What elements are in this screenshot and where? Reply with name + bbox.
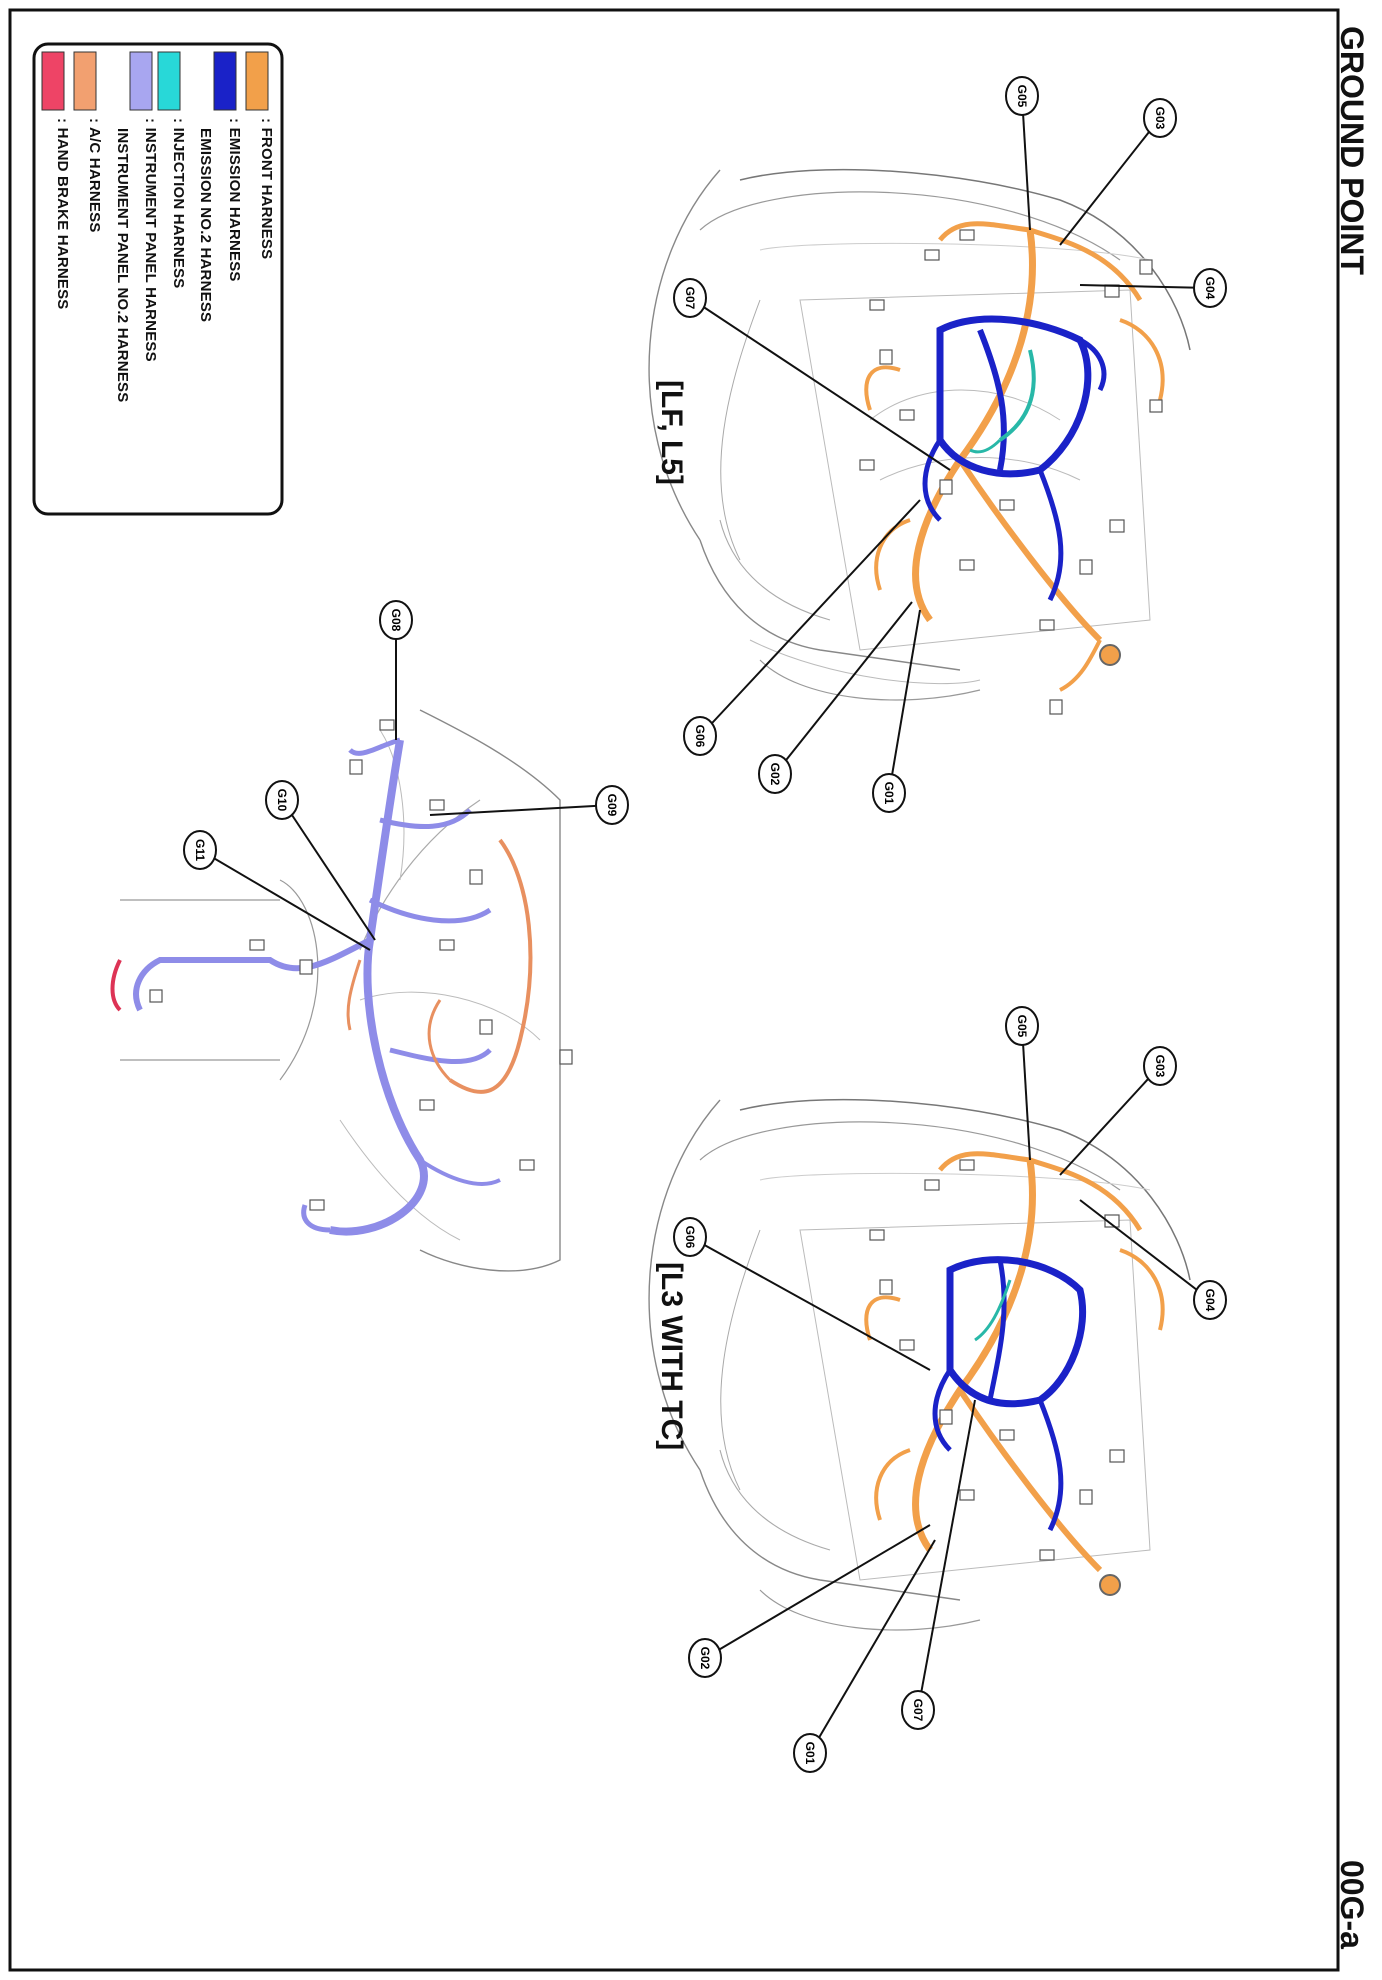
callout-label-l3_tc-g03: G03 [1153,1055,1167,1078]
callout-circle-instrument-g08 [379,600,413,640]
instrument-panel-view [110,620,613,1272]
ground-point-callouts: G01G02G03G04G05G06G07G01G02G03G04G05G06G… [183,76,1227,1773]
callout-label-instrument-g08: G08 [389,609,403,632]
callout-circle-lf_l5-g01 [872,773,906,813]
callout-circle-instrument-g10 [265,780,299,820]
callout-circle-l3_tc-g04 [1193,1280,1227,1320]
callout-label-l3_tc-g02: G02 [698,1647,712,1670]
callout-circle-l3_tc-g03 [1143,1046,1177,1086]
callout-circle-l3_tc-g01 [793,1733,827,1773]
swatch-ac-harness [73,51,97,111]
callout-label-lf_l5-g07: G07 [683,287,697,310]
callout-circle-instrument-g11 [183,830,217,870]
callout-label-l3_tc-g04: G04 [1203,1289,1217,1312]
callout-circle-lf_l5-g04 [1193,268,1227,308]
callout-circle-instrument-g09 [595,785,629,825]
callout-label-instrument-g11: G11 [193,839,207,861]
swatch-front-harness [245,51,269,111]
variant-label-l3-tc: [L3 WITH TC] [655,1262,688,1451]
callout-label-instrument-g09: G09 [605,794,619,817]
legend-box [32,42,284,516]
callout-label-lf_l5-g01: G01 [882,782,896,805]
callout-label-lf_l5-g04: G04 [1203,277,1217,300]
page-title: GROUND POINT [1334,26,1370,275]
callout-circle-l3_tc-g06 [673,1217,707,1257]
legend-label-instrument-panel-harness: : INSTRUMENT PANEL HARNESS [142,118,159,362]
callout-circle-lf_l5-g03 [1143,98,1177,138]
callout-label-l3_tc-g06: G06 [683,1226,697,1249]
page-border [8,8,1340,1972]
callout-label-instrument-g10: G10 [275,789,289,812]
l3-tc-engine-view [648,1025,1211,1754]
callout-label-l3_tc-g05: G05 [1015,1015,1029,1038]
callout-label-lf_l5-g06: G06 [693,725,707,748]
swatch-hand-brake-harness [41,51,65,111]
legend-label-ac-harness: : A/C HARNESS [86,118,103,233]
legend-label-emission-harness: : EMISSION HARNESS [226,118,243,282]
callout-circle-lf_l5-g07 [673,278,707,318]
swatch-emission-harness [213,51,237,111]
callout-circle-lf_l5-g05 [1005,76,1039,116]
callout-circle-l3_tc-g07 [901,1690,935,1730]
legend-label-injection-harness: : INJECTION HARNESS [170,118,187,289]
callout-circle-l3_tc-g02 [688,1638,722,1678]
callout-label-lf_l5-g02: G02 [768,763,782,786]
callout-circle-lf_l5-g02 [758,754,792,794]
callout-circle-lf_l5-g06 [683,716,717,756]
legend-label-instrument-panel-no2-harness: INSTRUMENT PANEL NO.2 HARNESS [114,128,131,403]
callout-label-l3_tc-g07: G07 [911,1699,925,1722]
swatch-injection-harness [157,51,181,111]
callout-label-l3_tc-g01: G01 [803,1742,817,1765]
swatch-instrument-panel-harness [129,51,153,111]
lf-l5-engine-view [648,95,1211,794]
callout-label-lf_l5-g05: G05 [1015,85,1029,108]
variant-label-lf-l5: [LF, L5] [655,380,688,485]
callout-circle-l3_tc-g05 [1005,1006,1039,1046]
page-code: 00G-a [1334,1860,1370,1949]
legend-label-hand-brake-harness: : HAND BRAKE HARNESS [54,118,71,310]
legend-label-front-harness: : FRONT HARNESS [258,118,275,260]
legend-label-emission-no2-harness: EMISSION NO.2 HARNESS [197,128,214,323]
callout-label-lf_l5-g03: G03 [1153,107,1167,130]
